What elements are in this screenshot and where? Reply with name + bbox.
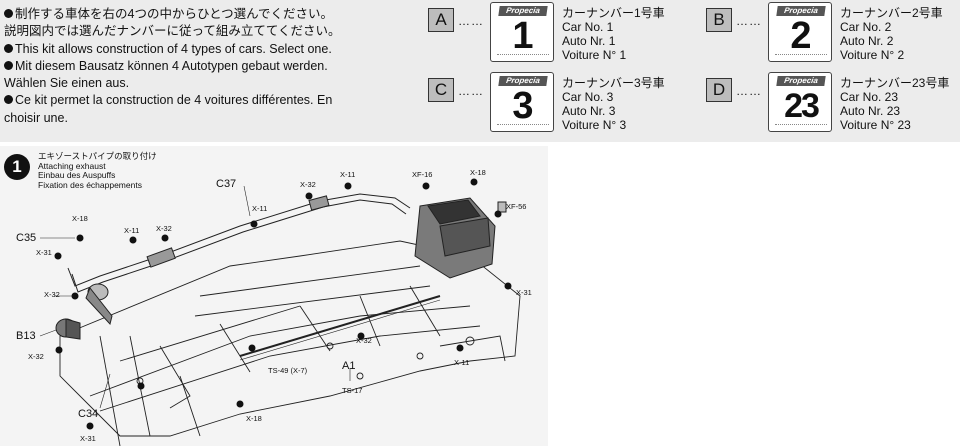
assembly-diagram: 1 エキゾーストパイプの取り付け Attaching exhaust Einba…	[0, 146, 548, 446]
paint-label: X-18	[72, 214, 88, 223]
part-label-b13: B13	[16, 330, 36, 342]
car-number: 23	[784, 87, 820, 125]
plate-decoration	[497, 54, 549, 58]
plate-decoration	[775, 124, 827, 128]
paint-label: X-18	[470, 168, 486, 177]
number-plate: Propecia 2	[768, 2, 832, 62]
paint-label: X-32	[300, 180, 316, 189]
paint-label: X-32	[156, 224, 172, 233]
intro-line-jp-2: 説明図内では選んだナンバーに従って組み立ててください。	[4, 24, 341, 39]
paint-label: X-32	[28, 352, 44, 361]
leader-lines	[39, 185, 351, 409]
car-number: 3	[512, 85, 534, 127]
chassis-outline	[59, 240, 521, 437]
intro-line-de-2: Wählen Sie einen aus.	[4, 76, 130, 91]
paint-label: X-31	[36, 248, 52, 257]
engine-block	[414, 197, 507, 279]
part-label-c37: C37	[216, 178, 237, 190]
variant-a: A …… Propecia 1 カーナンバー1号車 Car No. 1 Auto…	[428, 2, 708, 66]
number-plate: Propecia 1	[490, 2, 554, 62]
paint-label: TS-17	[342, 386, 363, 395]
intro-line-en: This kit allows construction of 4 types …	[4, 41, 396, 58]
paint-label: X-11	[454, 358, 470, 367]
intro-line-jp-1: 制作する車体を右の4つの中からひとつ選んでください。	[4, 6, 396, 23]
paint-label: XF-56	[506, 202, 527, 211]
plate-decoration	[775, 54, 827, 58]
car-number: 2	[790, 15, 812, 57]
variant-caption: カーナンバー3号車 Car No. 3 Auto Nr. 3 Voiture N…	[562, 76, 665, 132]
paint-label: X-32	[356, 336, 372, 345]
leader-dots: ……	[458, 84, 484, 98]
paint-label: X-31	[516, 288, 532, 297]
exhaust-pipe	[67, 193, 411, 293]
intro-text: 制作する車体を右の4つの中からひとつ選んでください。 説明図内では選んだナンバー…	[4, 6, 396, 127]
paint-label: X-11	[124, 226, 140, 235]
part-label-a1: A1	[342, 360, 356, 372]
paint-label: X-18	[246, 414, 262, 423]
bullet-icon	[4, 95, 13, 105]
muffler	[55, 283, 113, 340]
step-title: エキゾーストパイプの取り付け Attaching exhaust Einbau …	[38, 151, 157, 190]
paint-label: X-11	[340, 170, 356, 179]
variant-letter: B	[706, 8, 732, 32]
part-label-c35: C35	[16, 232, 37, 244]
leader-dots: ……	[458, 14, 484, 28]
intro-line-fr-2: choisir une.	[4, 110, 68, 125]
bullet-icon	[4, 60, 13, 70]
variant-caption: カーナンバー23号車 Car No. 23 Auto Nr. 23 Voitur…	[840, 76, 950, 132]
paint-label: X-32	[44, 290, 60, 299]
leader-dots: ……	[736, 84, 762, 98]
paint-label: X-31	[80, 434, 96, 443]
variant-caption: カーナンバー1号車 Car No. 1 Auto Nr. 1 Voiture N…	[562, 6, 665, 62]
variant-c: C …… Propecia 3 カーナンバー3号車 Car No. 3 Auto…	[428, 72, 708, 136]
number-plate: Propecia 3	[490, 72, 554, 132]
pin-markers	[54, 178, 512, 430]
plate-decoration	[497, 124, 549, 128]
part-label-c34: C34	[78, 408, 99, 420]
intro-line-fr-1: Ce kit permet la construction de 4 voitu…	[4, 92, 396, 109]
variant-letter: C	[428, 78, 454, 102]
paint-label: X-11	[252, 204, 268, 213]
step-number: 1	[4, 154, 30, 180]
intro-line-de-1: Mit diesem Bausatz können 4 Autotypen ge…	[4, 58, 396, 75]
car-number: 1	[512, 15, 534, 57]
paint-label: XF-16	[412, 170, 433, 179]
bullet-icon	[4, 9, 13, 18]
variant-letter: D	[706, 78, 732, 102]
variant-b: B …… Propecia 2 カーナンバー2号車 Car No. 2 Auto…	[706, 2, 956, 66]
leader-dots: ……	[736, 14, 762, 28]
variant-caption: カーナンバー2号車 Car No. 2 Auto Nr. 2 Voiture N…	[840, 6, 943, 62]
number-plate: Propecia 23	[768, 72, 832, 132]
variant-d: D …… Propecia 23 カーナンバー23号車 Car No. 23 A…	[706, 72, 956, 136]
bullet-icon	[4, 43, 13, 53]
chassis-illustration	[39, 178, 521, 446]
paint-label: TS-49 (X-7)	[268, 366, 308, 375]
variant-letter: A	[428, 8, 454, 32]
